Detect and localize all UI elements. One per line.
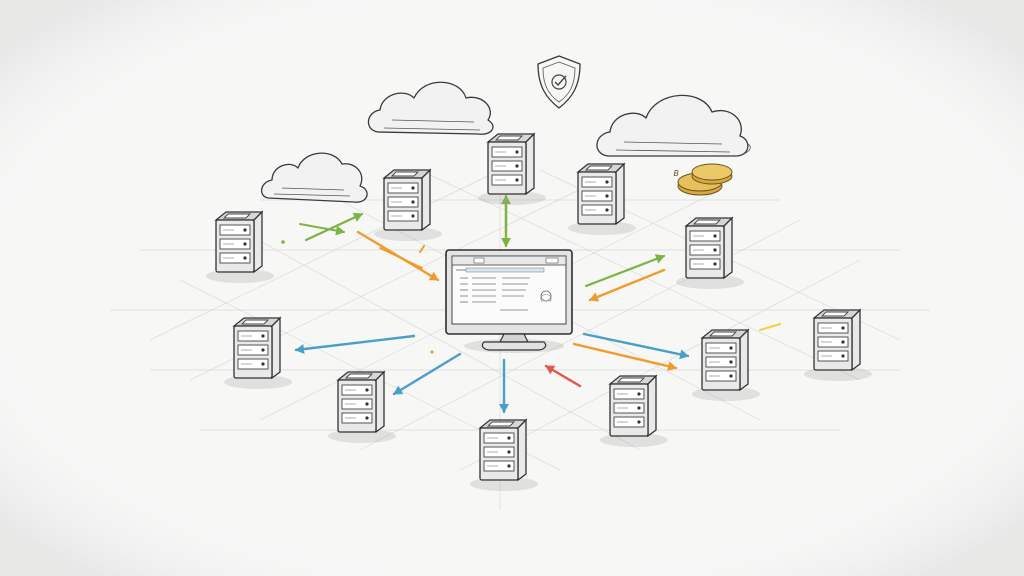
cloud-icon	[261, 152, 368, 203]
arrow-green	[299, 223, 345, 236]
shield-check-icon	[537, 55, 581, 109]
cloud-icon	[367, 81, 494, 135]
arrow-green	[304, 212, 364, 242]
connection-arrows	[281, 194, 781, 414]
coins-icon: B	[673, 163, 733, 196]
sketch-mark	[759, 323, 781, 331]
arrow-green	[584, 254, 666, 288]
arrow-orange-trail	[379, 247, 423, 269]
svg-text:B: B	[673, 169, 680, 178]
arrow-blue	[392, 352, 462, 396]
arrow-orange	[588, 268, 666, 302]
sketch-mark	[419, 245, 425, 253]
sketch-dot	[281, 240, 285, 244]
arrow-orange	[572, 342, 678, 372]
cloud-icon	[596, 94, 751, 157]
arrow-blue	[294, 334, 416, 355]
monitor-icon	[445, 249, 573, 353]
arrow-red	[544, 364, 582, 388]
sketch-dot	[430, 350, 434, 354]
arrow-blue	[582, 332, 690, 360]
